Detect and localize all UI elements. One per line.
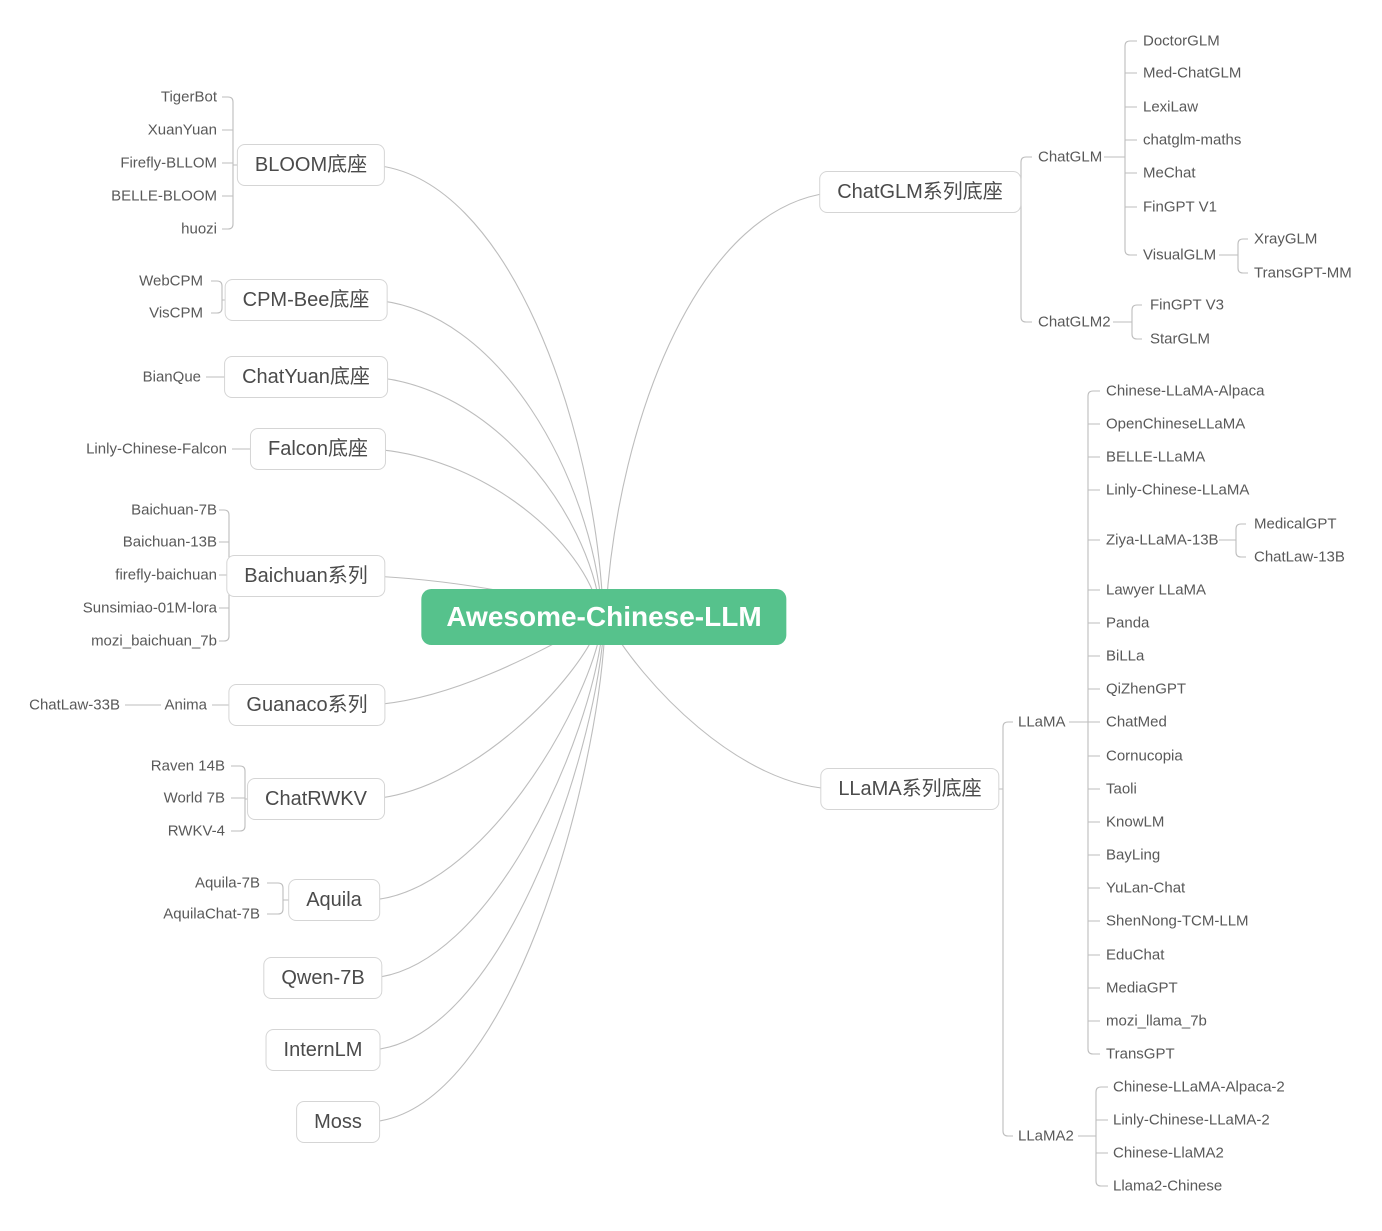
leaf-raven-14b[interactable]: Raven 14B — [150, 757, 225, 775]
leaf-sunsimiao-01m-lora[interactable]: Sunsimiao-01M-lora — [82, 599, 217, 617]
curve-root-falcon — [370, 448, 601, 615]
node-chatglm[interactable]: ChatGLM — [1038, 148, 1103, 166]
leaf-belle-llama[interactable]: BELLE-LLaMA — [1106, 448, 1206, 466]
leaf-mozi-baichuan-7b[interactable]: mozi_baichuan_7b — [91, 632, 217, 650]
leaf-yulan-chat[interactable]: YuLan-Chat — [1106, 879, 1186, 897]
curve-root-qwen — [370, 624, 604, 979]
leaf-llama2-chinese[interactable]: Llama2-Chinese — [1113, 1177, 1223, 1195]
bracket-ziya-children — [1219, 523, 1246, 558]
branch-falcon-base[interactable]: Falcon底座 — [249, 428, 387, 470]
node-llama[interactable]: LLaMA — [1018, 713, 1066, 731]
leaf-panda[interactable]: Panda — [1106, 614, 1150, 632]
branch-aquila[interactable]: Aquila — [288, 879, 380, 921]
leaf-transgpt-mm[interactable]: TransGPT-MM — [1254, 264, 1352, 282]
leaf-fingpt-v1[interactable]: FinGPT V1 — [1143, 198, 1217, 216]
bracket-visualglm-children — [1219, 238, 1248, 274]
leaf-transgpt[interactable]: TransGPT — [1106, 1045, 1175, 1063]
leaf-cornucopia[interactable]: Cornucopia — [1106, 747, 1183, 765]
leaf-openchinesellama[interactable]: OpenChineseLLaMA — [1106, 415, 1246, 433]
leaf-baichuan-13b[interactable]: Baichuan-13B — [122, 533, 217, 551]
leaf-fingpt-v3[interactable]: FinGPT V3 — [1150, 296, 1224, 314]
branch-baichuan-series[interactable]: Baichuan系列 — [226, 555, 386, 597]
branch-chatrwkv[interactable]: ChatRWKV — [247, 778, 385, 820]
node-visualglm[interactable]: VisualGLM — [1143, 246, 1217, 264]
curve-root-chatglm-series — [605, 191, 839, 611]
bracket-chatglm-children — [1104, 40, 1137, 256]
leaf-mediagpt[interactable]: MediaGPT — [1106, 979, 1178, 997]
leaf-linly-chinese-llama[interactable]: Linly-Chinese-LLaMA — [1106, 481, 1250, 499]
leaf-starglm[interactable]: StarGLM — [1150, 330, 1211, 348]
leaf-huozi[interactable]: huozi — [181, 220, 217, 238]
leaf-rwkv-4[interactable]: RWKV-4 — [167, 822, 225, 840]
curve-root-moss — [369, 626, 606, 1123]
leaf-linly-chinese-llama-2[interactable]: Linly-Chinese-LLaMA-2 — [1113, 1111, 1270, 1129]
curve-root-chatyuan — [370, 376, 602, 614]
bracket-llama-children — [1069, 390, 1100, 1055]
branch-internlm[interactable]: InternLM — [265, 1029, 381, 1071]
branch-qwen-7b[interactable]: Qwen-7B — [263, 957, 383, 999]
leaf-chinese-llama-alpaca[interactable]: Chinese-LLaMA-Alpaca — [1106, 382, 1265, 400]
leaf-xuanyuan[interactable]: XuanYuan — [147, 121, 217, 139]
leaf-lawyer-llama[interactable]: Lawyer LLaMA — [1106, 581, 1207, 599]
curve-root-llama-series — [607, 621, 839, 790]
leaf-world-7b[interactable]: World 7B — [163, 789, 225, 807]
leaf-aquilachat-7b[interactable]: AquilaChat-7B — [163, 905, 260, 923]
leaf-qizhengpt[interactable]: QiZhenGPT — [1106, 680, 1187, 698]
leaf-taoli[interactable]: Taoli — [1106, 780, 1137, 798]
branch-chatyuan-base[interactable]: ChatYuan底座 — [224, 356, 388, 398]
leaf-chatlaw-33b[interactable]: ChatLaw-33B — [29, 696, 120, 714]
leaf-xrayglm[interactable]: XrayGLM — [1254, 230, 1318, 248]
bracket-llama2-children — [1078, 1086, 1108, 1187]
leaf-tigerbot[interactable]: TigerBot — [160, 88, 217, 106]
leaf-medicalgpt[interactable]: MedicalGPT — [1254, 515, 1337, 533]
leaf-educhat[interactable]: EduChat — [1106, 946, 1165, 964]
leaf-firefly-bllom[interactable]: Firefly-BLLOM — [120, 154, 217, 172]
leaf-doctorglm[interactable]: DoctorGLM — [1143, 32, 1220, 50]
branch-moss[interactable]: Moss — [296, 1101, 380, 1143]
node-ziya-llama-13b[interactable]: Ziya-LLaMA-13B — [1106, 531, 1219, 549]
branch-cpm-bee-base[interactable]: CPM-Bee底座 — [224, 279, 388, 321]
leaf-mozi-llama-7b[interactable]: mozi_llama_7b — [1106, 1012, 1207, 1030]
bracket-chatglm2-children — [1113, 304, 1142, 340]
leaf-viscpm[interactable]: VisCPM — [149, 304, 203, 322]
leaf-belle-bloom[interactable]: BELLE-BLOOM — [111, 187, 217, 205]
leaf-chatglm-maths[interactable]: chatglm-maths — [1143, 131, 1242, 149]
leaf-shennong-tcm-llm[interactable]: ShenNong-TCM-LLM — [1106, 912, 1249, 930]
curve-root-internlm — [370, 625, 605, 1051]
leaf-linly-chinese-falcon[interactable]: Linly-Chinese-Falcon — [86, 440, 227, 458]
leaf-bianque[interactable]: BianQue — [142, 368, 201, 386]
branch-llama-series-base[interactable]: LLaMA系列底座 — [820, 768, 1000, 810]
leaf-anima[interactable]: Anima — [164, 696, 207, 714]
curve-root-bloom — [371, 164, 604, 611]
curve-root-chatrwkv — [370, 621, 601, 800]
node-chatglm2[interactable]: ChatGLM2 — [1038, 313, 1111, 331]
leaf-chatmed[interactable]: ChatMed — [1106, 713, 1167, 731]
branch-guanaco-series[interactable]: Guanaco系列 — [228, 684, 386, 726]
node-llama2[interactable]: LLaMA2 — [1018, 1127, 1074, 1145]
leaf-billa[interactable]: BiLLa — [1106, 647, 1145, 665]
leaf-med-chatglm[interactable]: Med-ChatGLM — [1143, 64, 1242, 82]
leaf-firefly-baichuan[interactable]: firefly-baichuan — [115, 566, 217, 584]
root-node[interactable]: Awesome-Chinese-LLM — [421, 589, 787, 645]
leaf-aquila-7b[interactable]: Aquila-7B — [194, 874, 260, 892]
leaf-chinese-llama-alpaca-2[interactable]: Chinese-LLaMA-Alpaca-2 — [1113, 1078, 1285, 1096]
branch-chatglm-series-base[interactable]: ChatGLM系列底座 — [819, 171, 1021, 213]
leaf-lexilaw[interactable]: LexiLaw — [1143, 98, 1199, 116]
leaf-knowlm[interactable]: KnowLM — [1106, 813, 1165, 831]
leaf-bayling[interactable]: BayLing — [1106, 846, 1161, 864]
leaf-webcpm[interactable]: WebCPM — [139, 272, 203, 290]
leaf-baichuan-7b[interactable]: Baichuan-7B — [131, 501, 217, 519]
curve-root-aquila — [370, 623, 603, 901]
leaf-mechat[interactable]: MeChat — [1143, 164, 1196, 182]
leaf-chatlaw-13b[interactable]: ChatLaw-13B — [1254, 548, 1345, 566]
branch-bloom-base[interactable]: BLOOM底座 — [236, 144, 386, 186]
curve-root-cpm-bee — [371, 299, 603, 613]
leaf-chinese-llama2[interactable]: Chinese-LlaMA2 — [1113, 1144, 1224, 1162]
